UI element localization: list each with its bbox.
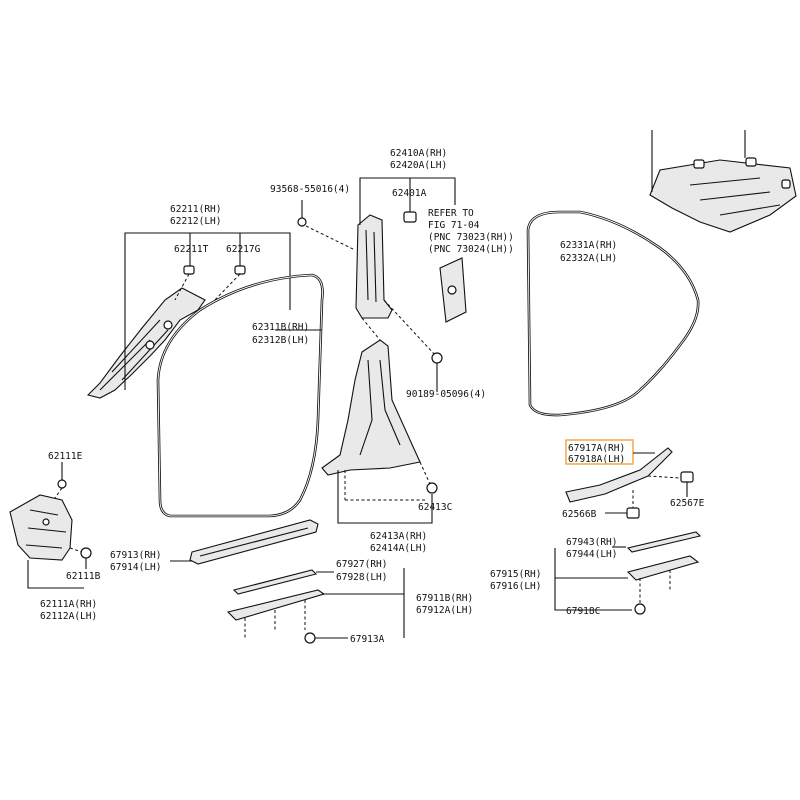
label-62311b: 62311B(RH) [252,322,309,333]
refer-line-3: (PNC 73023(RH)) [428,232,514,243]
clip-62566b[interactable] [626,507,640,519]
label-67918a: 67918A(LH) [568,454,625,465]
clip-62111b[interactable] [80,547,92,559]
label-67927: 67927(RH) [336,559,387,570]
label-62212: 62212(LH) [170,216,221,227]
screw-93568[interactable] [297,217,307,227]
label-67917a: 67917A(RH) [568,443,625,454]
label-62111a: 62111A(RH) [40,599,97,610]
clip-67918c[interactable] [634,603,646,615]
front-pillar-garnish[interactable] [86,287,206,399]
clip-62567e[interactable] [680,471,694,483]
front-door-scuff-upper[interactable] [232,569,318,595]
rear-door-weatherstrip[interactable] [526,210,700,417]
label-62414a: 62414A(LH) [370,543,427,554]
label-62566b: 62566B [562,509,597,520]
front-door-weatherstrip[interactable] [156,273,324,518]
label-62401a: 62401A [392,188,427,199]
label-67943: 67943(RH) [566,537,617,548]
highlight-67917a [565,439,634,465]
clip-67913a[interactable] [304,632,316,644]
label-62420a: 62420A(LH) [390,160,447,171]
label-62312b: 62312B(LH) [252,335,309,346]
label-67918c: 67918C [566,606,600,617]
rear-door-scuff-upper[interactable] [626,531,702,553]
clip-90189[interactable] [431,352,443,364]
rear-quarter-trim[interactable] [649,130,797,233]
label-67916: 67916(LH) [490,581,541,592]
label-62211t: 62211T [174,244,209,255]
clip-62413c[interactable] [426,482,438,494]
label-62413a: 62413A(RH) [370,531,427,542]
label-67911b: 67911B(RH) [416,593,473,604]
label-67928: 67928(LH) [336,572,387,583]
rear-scuff-plate-67917a[interactable] [565,447,673,503]
refer-line-4: (PNC 73024(LH)) [428,244,514,255]
refer-line-1: REFER TO [428,208,474,219]
clip-62217g[interactable] [234,265,246,275]
label-67915: 67915(RH) [490,569,541,580]
label-67914: 67914(LH) [110,562,161,573]
label-62410a: 62410A(RH) [390,148,447,159]
front-scuff-plate[interactable] [189,519,319,565]
seatbelt-anchor-ref[interactable] [439,257,467,323]
refer-line-2: FIG 71-04 [428,220,480,231]
label-62211: 62211(RH) [170,204,221,215]
label-62331a: 62331A(RH) [560,240,617,251]
label-67944: 67944(LH) [566,549,617,560]
label-62112a: 62112A(LH) [40,611,97,622]
center-pillar-upper-garnish[interactable] [355,214,393,319]
label-67912a: 67912A(LH) [416,605,473,616]
rear-door-scuff-plate[interactable] [626,555,700,581]
front-door-scuff-plate[interactable] [226,589,326,621]
label-90189: 90189-05096(4) [406,389,486,400]
label-67913a: 67913A [350,634,385,645]
clip-62111e[interactable] [57,479,67,489]
label-62111b: 62111B [66,571,101,582]
clip-62401a[interactable] [403,211,417,223]
label-62567e: 62567E [670,498,705,509]
clip-62211t[interactable] [183,265,195,275]
label-62332a: 62332A(LH) [560,253,617,264]
label-93568: 93568-55016(4) [270,184,350,195]
cowl-side-trim[interactable] [9,494,73,561]
label-62413c: 62413C [418,502,452,513]
center-pillar-lower-garnish[interactable] [321,339,421,476]
label-67913: 67913(RH) [110,550,161,561]
label-62111e: 62111E [48,451,83,462]
label-62217g: 62217G [226,244,261,255]
